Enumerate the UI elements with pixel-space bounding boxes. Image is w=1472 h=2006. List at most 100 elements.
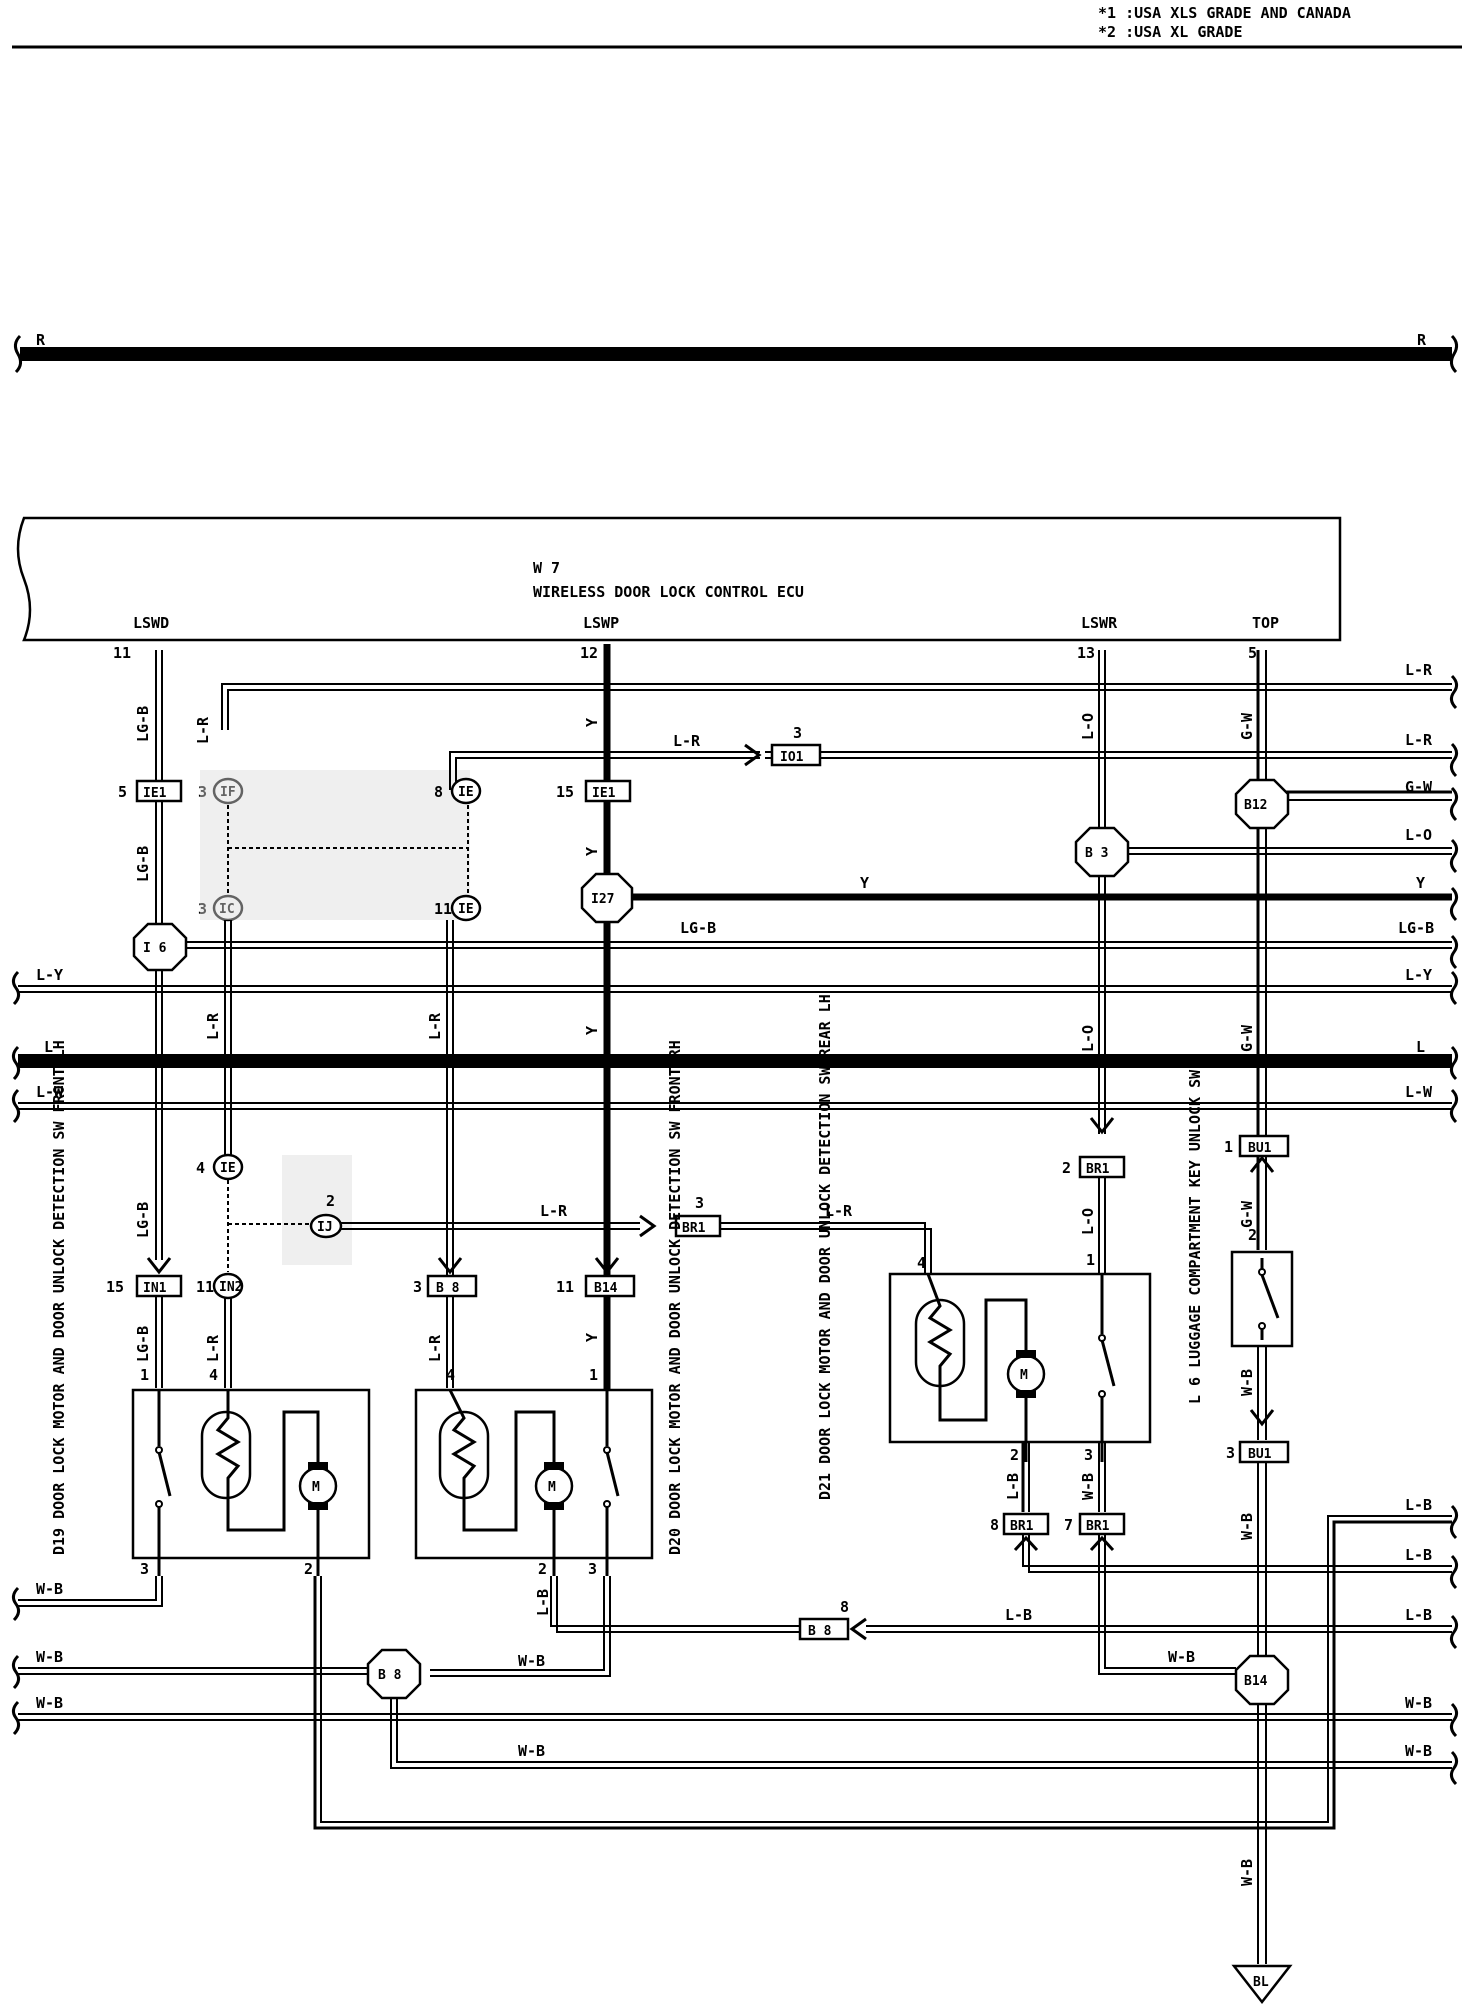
pin-10-in2: 11	[556, 1278, 574, 1296]
pin-2-l6: 2	[1248, 1226, 1257, 1244]
break-right-lb-3	[1449, 1614, 1459, 1650]
wire-lr-io1-b	[455, 757, 760, 790]
conn-b3-label: B 3	[1085, 846, 1108, 861]
pin-9-ig: 11	[196, 1278, 214, 1296]
d20-switch-blade	[605, 1451, 620, 1497]
ground-label: BL	[1253, 1975, 1269, 1990]
pin-3-br1-mid: 3	[695, 1194, 704, 1212]
d19-motor-brush-top	[308, 1462, 328, 1470]
label-wb-left-3: W-B	[36, 1694, 63, 1712]
conn-b8	[366, 1648, 422, 1700]
pin-5-left: 5	[118, 783, 127, 801]
label-lo-vert-2: L-O	[1079, 1025, 1097, 1052]
conn-br1-lb-label: BR1	[1010, 1519, 1034, 1534]
d20-motor-brush-bottom	[544, 1502, 564, 1510]
d20-pin-4: 4	[446, 1366, 455, 1384]
break-right-lw	[1449, 1088, 1459, 1124]
label-lgb-right: LG-B	[1398, 919, 1434, 937]
break-left-lw	[11, 1088, 21, 1124]
wire-lb-d20-a	[550, 1576, 800, 1627]
d20-switch-contact	[603, 1500, 611, 1508]
label-wb-mid-b8: W-B	[518, 1742, 545, 1760]
d20-pin-2: 2	[538, 1560, 547, 1578]
wire-wb-b8-down-a	[390, 1698, 1452, 1769]
pin-15-ie1: 15	[556, 783, 574, 801]
break-right-wb-2	[1449, 1750, 1459, 1786]
label-gw-vert-1: G-W	[1238, 712, 1256, 740]
wire-lb-br1-right-b	[1028, 1534, 1452, 1573]
wire-wb-br1-b14-a	[1098, 1534, 1236, 1675]
ground-symbol	[1231, 1964, 1293, 2005]
d20-label: D20 DOOR LOCK MOTOR AND DOOR UNLOCK DETE…	[666, 1040, 684, 1555]
conn-br1-wb-label: BR1	[1086, 1519, 1110, 1534]
conn-ie-lower-label: IE	[220, 1161, 236, 1176]
d21-pin-3: 3	[1084, 1446, 1093, 1464]
conn-b12-label: B12	[1244, 798, 1267, 813]
conn-bu1-top	[1238, 1134, 1290, 1158]
break-right-wb-1	[1449, 1702, 1459, 1738]
wire-d19-loop-b	[320, 1515, 1452, 1823]
d19-pin-1: 1	[140, 1366, 149, 1384]
pin-3-bu1: 3	[1226, 1444, 1235, 1462]
wire-d19-loop-a	[313, 1520, 1452, 1830]
ecu-term-lswd: LSWD	[133, 614, 169, 632]
wire-br1-d21-a	[720, 1222, 926, 1280]
conn-in1-lower-label: B 8	[808, 1624, 832, 1639]
ecu-id: W 7	[533, 559, 560, 577]
break-right-y	[1449, 886, 1459, 922]
ecu-term-lswr: LSWR	[1081, 614, 1118, 632]
label-wb-b14: W-B	[1168, 1648, 1195, 1666]
label-lgb-vert-2: LG-B	[134, 846, 152, 882]
pin-3-ic: 3	[198, 900, 207, 918]
break-right-lr-1	[1449, 674, 1459, 710]
d19-ptc	[200, 1410, 252, 1500]
label-gw-vert-2: G-W	[1238, 1024, 1256, 1052]
d21-label: D21 DOOR LOCK MOTOR AND DOOR UNLOCK DETE…	[816, 994, 834, 1500]
wire-wb-b8-down-b	[396, 1698, 1452, 1763]
l6-switch-contact	[1258, 1322, 1266, 1330]
conn-ie-mid	[450, 894, 482, 922]
conn-if	[212, 777, 244, 805]
ecu-pin-5: 5	[1248, 644, 1257, 662]
wire-br1-d21-b	[720, 1228, 932, 1280]
conn-b8-label: B 8	[378, 1668, 402, 1683]
bus-r-label-left: R	[36, 331, 46, 349]
conn-ig-label: IN2	[219, 1280, 242, 1295]
wire-wb-d19-a	[18, 1576, 157, 1601]
conn-b14-label: B14	[1244, 1674, 1268, 1689]
arrow-br1-lb	[1013, 1535, 1039, 1552]
conn-bu1-bottom-label: BU1	[1248, 1447, 1272, 1462]
d19-switch-contact	[155, 1500, 163, 1508]
label-y-vert-4: Y	[583, 1333, 601, 1342]
break-left-wb-3	[11, 1700, 21, 1736]
label-wb-right-2: W-B	[1405, 1742, 1432, 1760]
break-right-l	[1449, 1045, 1459, 1081]
label-lr-vert-1: L-R	[194, 716, 212, 744]
wire-lr-top-a	[221, 683, 1452, 730]
conn-b12	[1234, 778, 1290, 830]
pin-8-br1: 8	[990, 1516, 999, 1534]
conn-in1-left-label: B 8	[436, 1281, 460, 1296]
conn-io1-label: IO1	[780, 750, 804, 765]
break-right-lr-2	[1449, 742, 1459, 778]
pin-3-in1: 3	[413, 1278, 422, 1296]
label-wb-vert-d21: W-B	[1079, 1473, 1097, 1500]
d21-switch-contact	[1098, 1390, 1106, 1398]
note-1: *1 :USA XLS GRADE AND CANADA	[1098, 4, 1351, 22]
conn-ic-label: IC	[219, 902, 235, 917]
label-wb-d20: W-B	[518, 1652, 545, 1670]
conn-ij	[309, 1213, 343, 1239]
conn-i6-label: I 6	[143, 941, 167, 956]
label-lgb-vert-3: LG-B	[134, 1202, 152, 1238]
break-right-lb-1	[1449, 1504, 1459, 1540]
bus-r-break-right	[1449, 334, 1459, 374]
conn-br1-mid	[674, 1214, 722, 1238]
pin-9-ie: 11	[434, 900, 452, 918]
label-lr-right-2: L-R	[1405, 731, 1433, 749]
label-lo-right: L-O	[1405, 826, 1432, 844]
l6-label: L 6 LUGGAGE COMPARTMENT KEY UNLOCK SW	[1186, 1069, 1204, 1404]
wire-wb-d20-b	[430, 1576, 611, 1677]
conn-br1-lb	[1002, 1512, 1050, 1536]
label-lgb-vert-1: LG-B	[134, 706, 152, 742]
d21-motor-label: M	[1020, 1368, 1028, 1383]
